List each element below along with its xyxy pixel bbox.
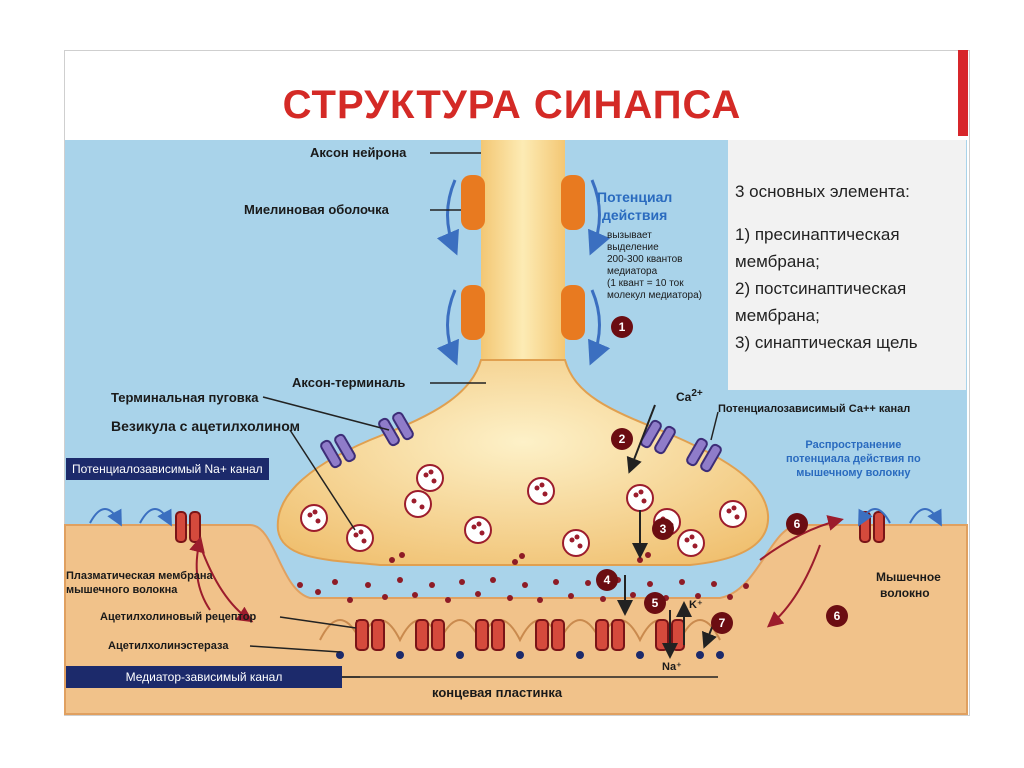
label-axon: Аксон нейрона — [310, 145, 407, 160]
step-number: 5 — [644, 592, 666, 614]
panel-line: мембрана; — [735, 306, 820, 325]
axon-shaft — [481, 140, 565, 370]
label-na-channel: Потенциалозависимый Na+ канал — [66, 458, 269, 480]
potential-arrow — [588, 289, 611, 366]
label-myelin: Миелиновая оболочка — [244, 202, 389, 217]
vesicle — [464, 516, 492, 544]
step-number: 6 — [826, 605, 848, 627]
page-title: СТРУКТУРА СИНАПСА — [282, 83, 742, 127]
propagation-arc — [858, 508, 891, 527]
ca-influx-arrow — [626, 404, 656, 474]
action-potential-note: вызывает выделение 200-300 квантов медиа… — [607, 230, 702, 301]
acetylcholinesterase — [336, 651, 724, 659]
potential-arrow — [588, 179, 611, 256]
vesicle — [300, 504, 328, 532]
ca-channels — [320, 411, 722, 473]
panel-line: 1) пресинаптическая — [735, 225, 900, 244]
panel-heading: 3 основных элемента: — [735, 182, 910, 201]
label-ach-receptor: Ацетилхолиновый рецептор — [100, 611, 257, 623]
myelin-segment — [561, 285, 585, 340]
vesicle — [562, 529, 590, 557]
vesicle — [346, 524, 374, 552]
label-terminal-button: Терминальная пуговка — [111, 390, 259, 405]
propagation-note: Распространение потенциала действия по м… — [786, 439, 921, 479]
vesicle — [626, 484, 654, 512]
step-number: 2 — [611, 428, 633, 450]
label-plasma-membrane-2: мышечного волокна — [66, 584, 178, 596]
step-number: 3 — [652, 518, 674, 540]
label-muscle-2: волокно — [880, 586, 930, 600]
label-ca-channel: Потенциалозависимый Са++ канал — [718, 403, 911, 415]
label-ca-ion: Ca2+ — [676, 388, 703, 404]
ach-receptors — [355, 619, 685, 651]
current-arrow — [199, 544, 254, 623]
na-channels — [175, 511, 885, 543]
step-number: 4 — [596, 569, 618, 591]
vesicle — [416, 464, 444, 492]
panel-line: 2) постсинаптическая — [735, 279, 907, 298]
elements-panel — [728, 140, 966, 390]
panel-line: мембрана; — [735, 252, 820, 271]
label-end-plate: концевая пластинка — [432, 685, 563, 700]
end-plate-folds — [319, 619, 721, 643]
myelin-segment — [461, 285, 485, 340]
current-arrow — [189, 536, 211, 611]
title-accent-bar — [958, 50, 968, 136]
myelin-segment — [561, 175, 585, 230]
step-number: 7 — [711, 612, 733, 634]
potential-arrow — [436, 289, 459, 366]
label-na-ion: Na⁺ — [662, 661, 682, 673]
label-mediator-channel: Медиатор-зависимый канал — [66, 666, 342, 688]
step-number: 1 — [611, 316, 633, 338]
myelin-segment — [461, 175, 485, 230]
label-plasma-membrane-1: Плазматическая мембрана — [66, 570, 213, 582]
leader-lines — [249, 152, 719, 678]
panel-line: 3) синаптическая щель — [735, 333, 918, 352]
current-arrow — [766, 544, 821, 628]
current-arrow — [759, 515, 844, 561]
potential-arrow — [436, 179, 459, 256]
vesicle — [527, 477, 555, 505]
label-ache: Ацетилхолинэстераза — [108, 640, 229, 652]
elements-panel-text: 3 основных элемента: 1) пресинаптическая… — [735, 178, 918, 356]
step-number: 6 — [786, 513, 808, 535]
propagation-arc — [139, 508, 172, 527]
label-vesicle: Везикула с ацетилхолином — [111, 418, 300, 434]
vesicle — [677, 529, 705, 557]
label-muscle-1: Мышечное — [876, 570, 941, 584]
vesicle — [404, 490, 432, 518]
propagation-arc — [909, 508, 942, 527]
label-axon-terminal: Аксон-терминаль — [292, 375, 406, 390]
vesicle — [719, 500, 747, 528]
label-k-ion: K⁺ — [689, 599, 703, 611]
action-potential-title: Потенциал действия — [597, 189, 673, 223]
propagation-arc — [89, 508, 122, 527]
